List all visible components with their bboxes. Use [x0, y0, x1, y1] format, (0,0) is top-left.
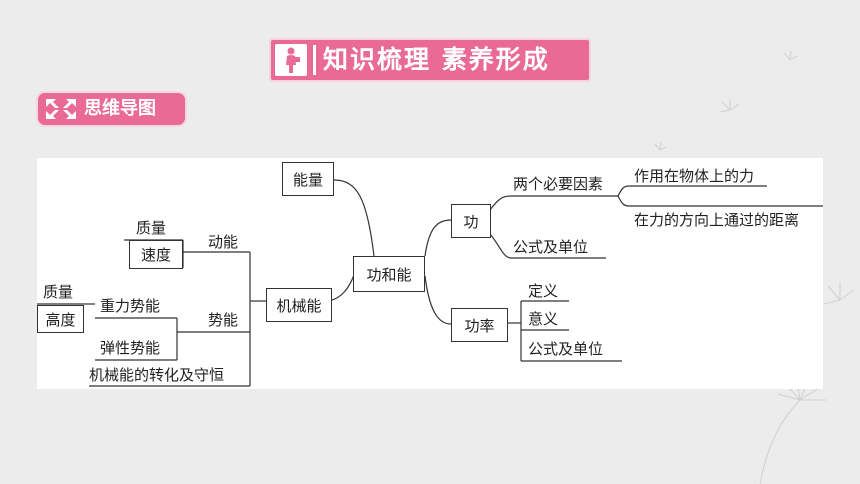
- title-divider: [313, 45, 316, 75]
- section-tag-mindmap: 思维导图: [38, 93, 185, 125]
- node-gpe-height: 高度: [37, 305, 84, 333]
- label-kinetic-mass: 质量: [136, 219, 167, 237]
- label-power-formula: 公式及单位: [528, 340, 604, 358]
- label-elastic-pe: 弹性势能: [100, 339, 161, 357]
- section-tag-label: 思维导图: [84, 98, 156, 119]
- label-kinetic-energy: 动能: [208, 233, 239, 251]
- label-conversion-conservation: 机械能的转化及守恒: [89, 366, 225, 384]
- node-energy: 能量: [282, 162, 334, 196]
- label-factor-force: 作用在物体上的力: [634, 167, 755, 185]
- section-title-banner: 知识梳理 素养形成: [271, 40, 589, 80]
- mindmap-panel: 能量 功和能 机械能 功 功率 速度 高度 质量 动能 质量 重力势能 势能 弹…: [37, 158, 823, 389]
- node-root-work-and-energy: 功和能: [353, 256, 425, 292]
- label-factor-distance: 在力的方向上通过的距离: [634, 211, 800, 229]
- label-potential-energy: 势能: [208, 311, 239, 329]
- node-mechanical-energy: 机械能: [266, 288, 332, 322]
- banner-title: 知识梳理 素养形成: [323, 45, 550, 74]
- node-kinetic-speed: 速度: [129, 240, 183, 269]
- label-work-formula: 公式及单位: [513, 238, 589, 256]
- label-two-factors: 两个必要因素: [513, 175, 604, 193]
- reading-figure-icon: [275, 44, 307, 76]
- arrows-converge-icon: [46, 99, 76, 119]
- label-power-meaning: 意义: [528, 310, 559, 328]
- label-gpe-mass: 质量: [43, 283, 74, 301]
- node-work: 功: [451, 204, 491, 238]
- node-power: 功率: [451, 308, 508, 342]
- label-gravitational-pe: 重力势能: [100, 297, 161, 315]
- label-power-definition: 定义: [528, 282, 559, 300]
